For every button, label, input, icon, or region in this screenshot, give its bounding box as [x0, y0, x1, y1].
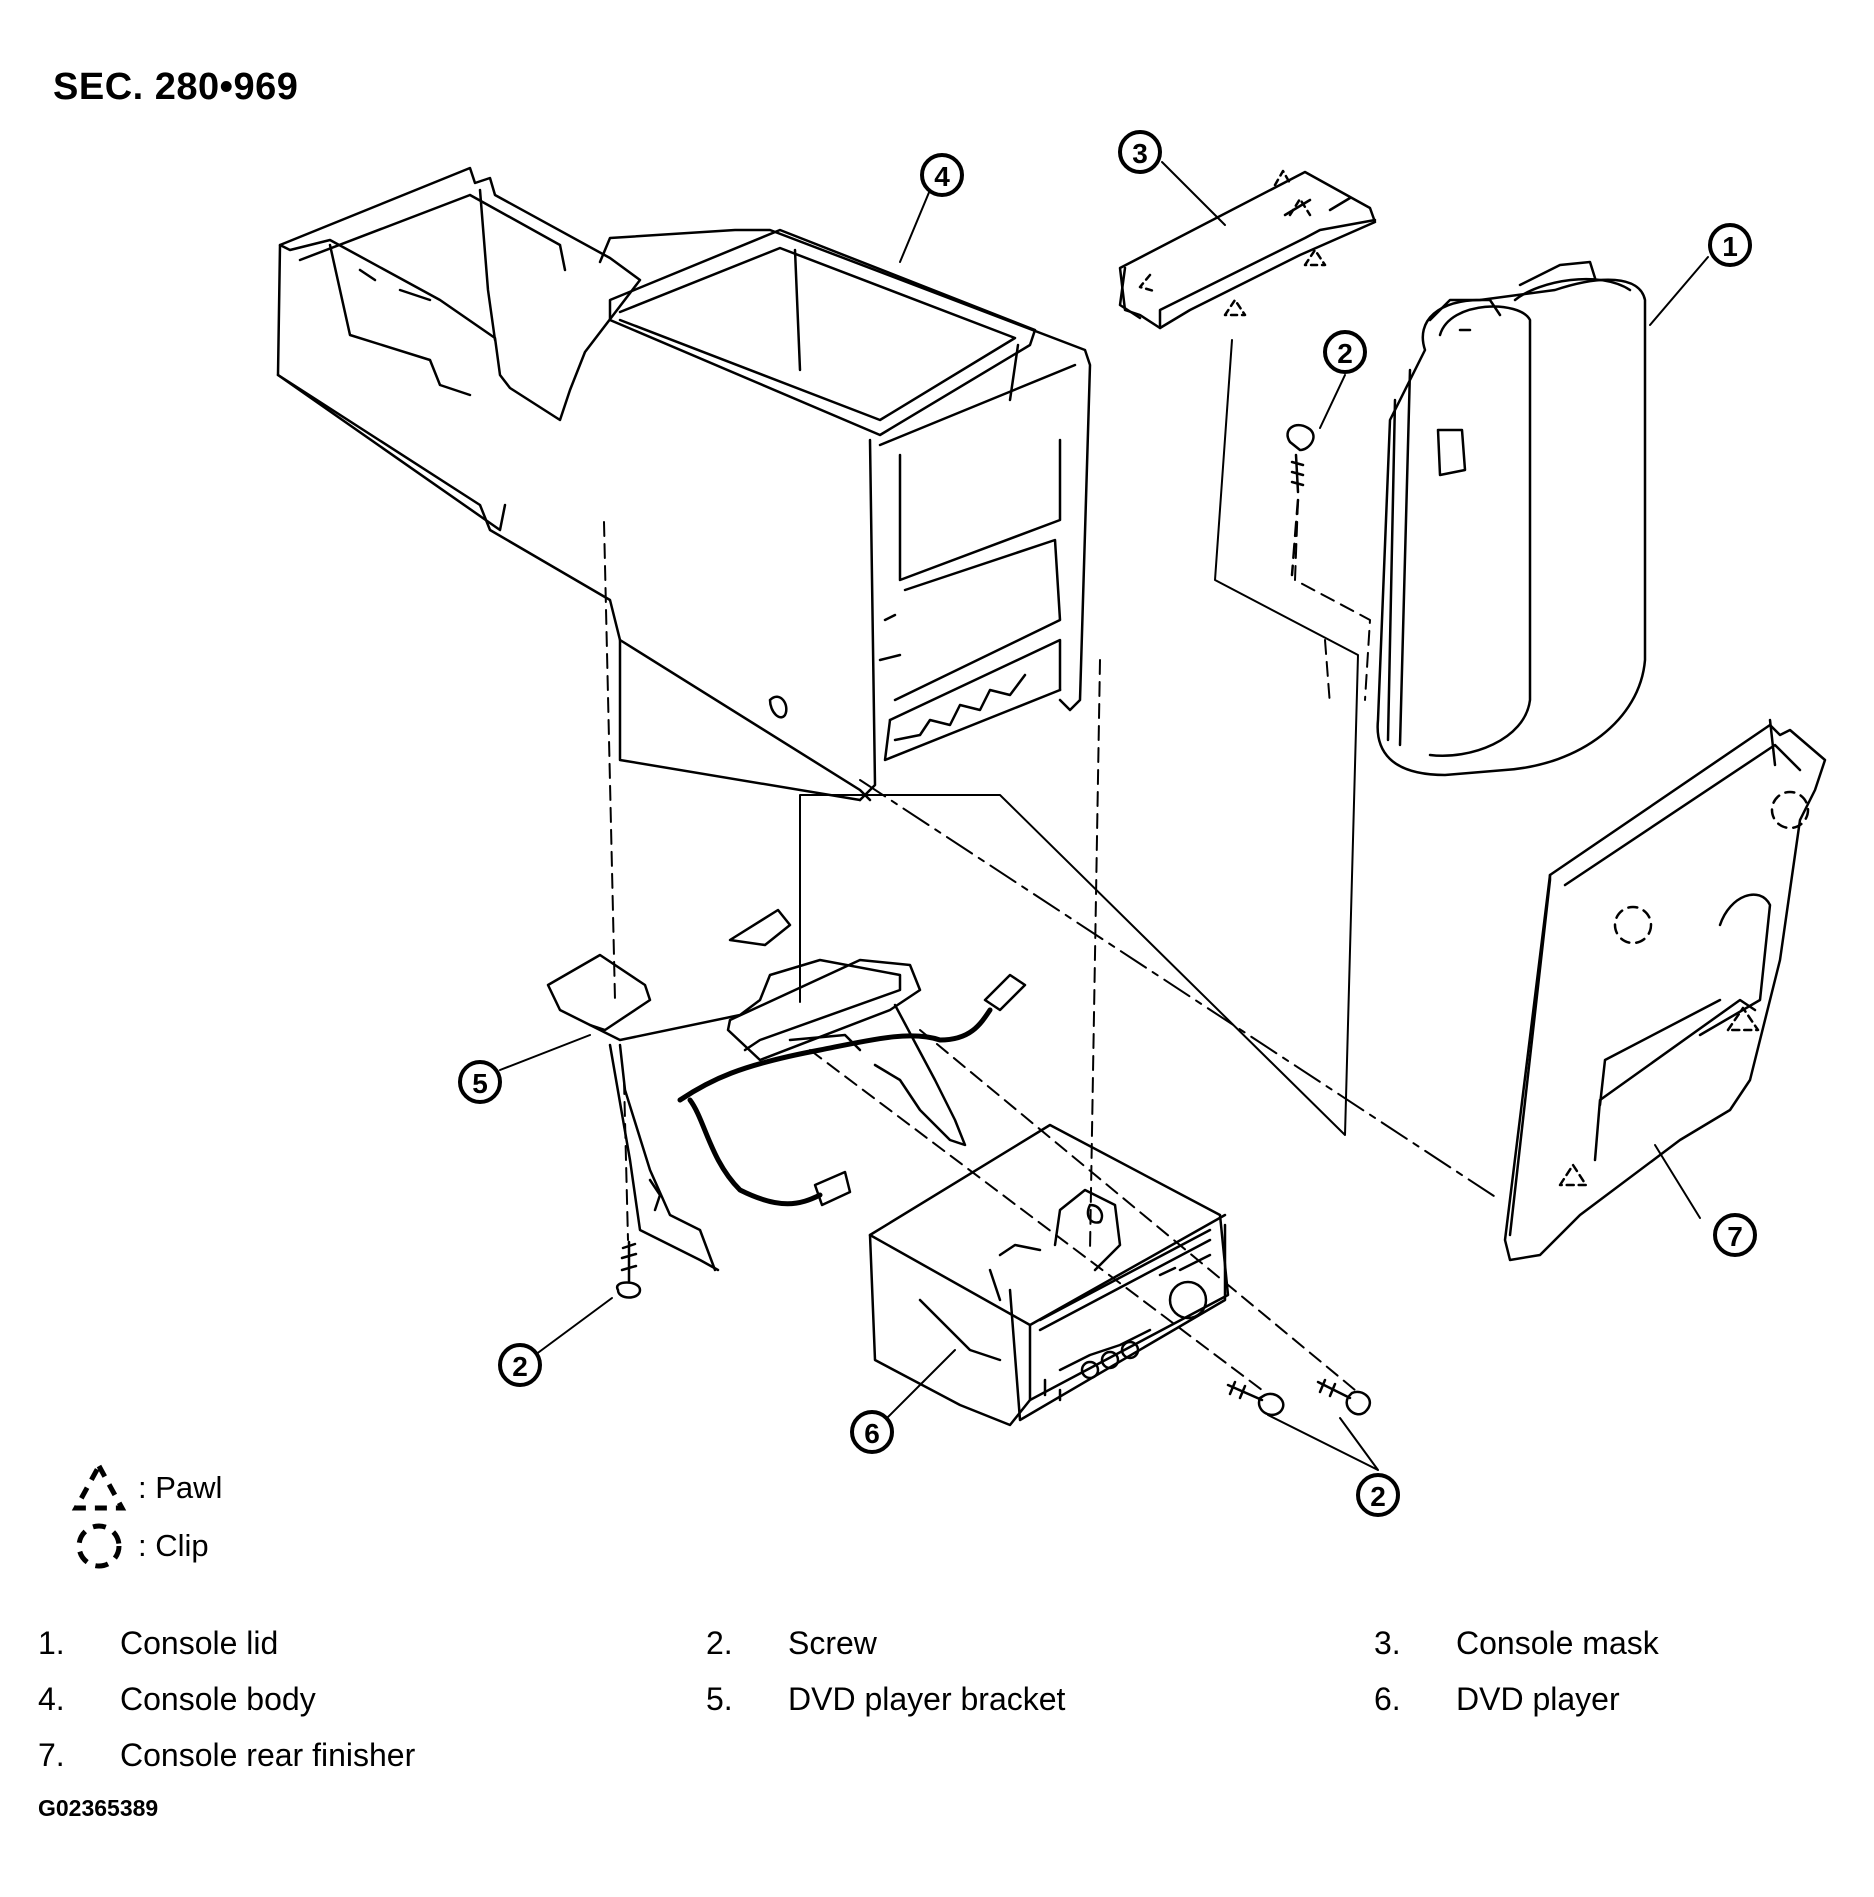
screw-shapes	[615, 423, 1372, 1417]
console-lid-shape	[1376, 260, 1647, 777]
callout-3-label: 3	[1132, 138, 1148, 169]
pawl-icon	[71, 1462, 127, 1511]
section-number: SEC. 280•969	[53, 66, 299, 108]
legend-pawl-text: : Pawl	[138, 1470, 223, 1505]
legend-pawl: : Pawl	[70, 1462, 222, 1514]
part-name: DVD player	[1456, 1681, 1620, 1717]
callout-2-right: 2	[1356, 1473, 1400, 1517]
part-number: 4.	[38, 1681, 65, 1717]
callout-5-label: 5	[472, 1068, 488, 1099]
callout-6: 6	[850, 1410, 894, 1454]
part-item: 3. Console mask	[1374, 1623, 1659, 1663]
callout-2-left-label: 2	[512, 1351, 528, 1382]
part-number: 3.	[1374, 1625, 1401, 1661]
callout-4: 4	[920, 153, 964, 197]
part-number: 5.	[706, 1681, 733, 1717]
callout-3: 3	[1118, 130, 1162, 174]
part-name: Console mask	[1456, 1625, 1659, 1661]
callout-2-left: 2	[498, 1343, 542, 1387]
part-item: 6. DVD player	[1374, 1679, 1620, 1719]
console-mask-shape	[1118, 169, 1377, 330]
part-item: 1. Console lid	[38, 1623, 278, 1663]
part-item: 7. Console rear finisher	[38, 1735, 415, 1775]
part-name: Screw	[788, 1625, 877, 1661]
legend-clip: : Clip	[70, 1520, 209, 1572]
callout-2-upper-label: 2	[1337, 338, 1353, 369]
part-item: 4. Console body	[38, 1679, 316, 1719]
callout-2-right-label: 2	[1370, 1481, 1386, 1512]
part-number: 7.	[38, 1737, 65, 1773]
part-name: Console lid	[120, 1625, 279, 1661]
part-item: 2. Screw	[706, 1623, 877, 1663]
part-name: Console body	[120, 1681, 316, 1717]
dvd-player-bracket-shape	[546, 908, 1027, 1272]
leader-lines	[499, 161, 1709, 1471]
legend-clip-text: : Clip	[138, 1528, 209, 1563]
part-number: 2.	[706, 1625, 733, 1661]
callout-7-label: 7	[1727, 1221, 1743, 1252]
part-number: 6.	[1374, 1681, 1401, 1717]
console-body-shape	[276, 166, 1092, 802]
part-name: Console rear finisher	[120, 1737, 416, 1773]
alignment-lines	[603, 339, 1501, 1391]
part-name: DVD player bracket	[788, 1681, 1066, 1717]
figure-code: G02365389	[38, 1795, 159, 1821]
part-number: 1.	[38, 1625, 65, 1661]
callout-5: 5	[458, 1060, 502, 1104]
clip-icon	[76, 1523, 122, 1569]
console-rear-finisher-shape	[1503, 718, 1827, 1262]
part-item: 5. DVD player bracket	[706, 1679, 1065, 1719]
callout-7: 7	[1713, 1213, 1757, 1257]
callout-1: 1	[1708, 223, 1752, 267]
callout-1-label: 1	[1722, 231, 1738, 262]
callout-6-label: 6	[864, 1418, 880, 1449]
callout-4-label: 4	[934, 161, 950, 192]
dvd-player-shape	[868, 1123, 1230, 1427]
callout-2-upper: 2	[1323, 330, 1367, 374]
